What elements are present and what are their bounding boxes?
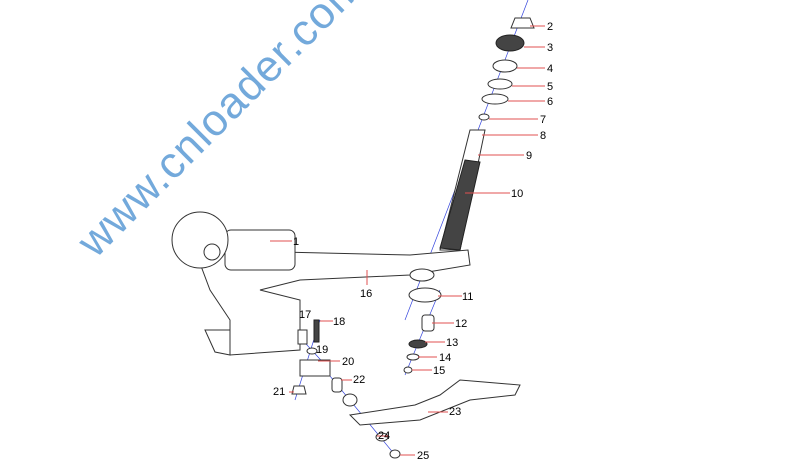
- bolt-18: [313, 319, 320, 343]
- leader-lines: [270, 25, 545, 456]
- label-23: 23: [449, 406, 462, 418]
- label-11: 11: [462, 291, 474, 303]
- label-10: 10: [511, 188, 524, 200]
- nut-21: [291, 385, 307, 395]
- bushing: [342, 393, 358, 407]
- column-10: [439, 159, 481, 251]
- label-17: 17: [299, 309, 312, 321]
- label-21: 21: [273, 386, 286, 398]
- gear-shaft: [203, 243, 221, 261]
- gearbox-1: [171, 211, 229, 269]
- label-4: 4: [547, 63, 554, 75]
- label-3: 3: [547, 42, 554, 54]
- washer-19: [306, 347, 318, 355]
- label-1: 1: [293, 236, 300, 248]
- cap-3: [495, 34, 525, 52]
- nut-25: [389, 449, 401, 459]
- frame-bracket-16: [194, 249, 471, 356]
- label-2: 2: [547, 21, 554, 33]
- label-24: 24: [378, 430, 391, 442]
- nut-2: [510, 17, 535, 29]
- label-18: 18: [333, 316, 346, 328]
- label-9: 9: [526, 150, 533, 162]
- bracket-foot: [204, 329, 231, 356]
- label-6: 6: [547, 96, 554, 108]
- label-20: 20: [342, 356, 355, 368]
- pin-22: [331, 377, 343, 393]
- label-22: 22: [353, 374, 366, 386]
- washer-13: [408, 339, 428, 349]
- washer-14: [406, 353, 420, 361]
- label-8: 8: [540, 130, 547, 142]
- nut-15: [403, 366, 413, 374]
- label-5: 5: [547, 81, 554, 93]
- washer-5: [487, 78, 513, 90]
- bearing-seat: [409, 268, 435, 282]
- label-15: 15: [433, 365, 446, 377]
- label-7: 7: [540, 114, 547, 126]
- bearing-4: [492, 59, 518, 73]
- label-13: 13: [446, 337, 459, 349]
- washer-24: [375, 432, 389, 442]
- ring-7: [478, 113, 490, 121]
- motor-1: [224, 229, 296, 271]
- washer-6: [481, 93, 509, 105]
- label-19: 19: [316, 344, 329, 356]
- bolt-17: [297, 329, 308, 345]
- label-25: 25: [417, 450, 430, 460]
- label-14: 14: [439, 352, 452, 364]
- arm-23: [348, 379, 521, 426]
- plate-11: [408, 287, 442, 303]
- label-12: 12: [455, 318, 468, 330]
- label-16: 16: [360, 288, 373, 300]
- block-20: [299, 359, 331, 377]
- lower-axis-line: [404, 289, 441, 376]
